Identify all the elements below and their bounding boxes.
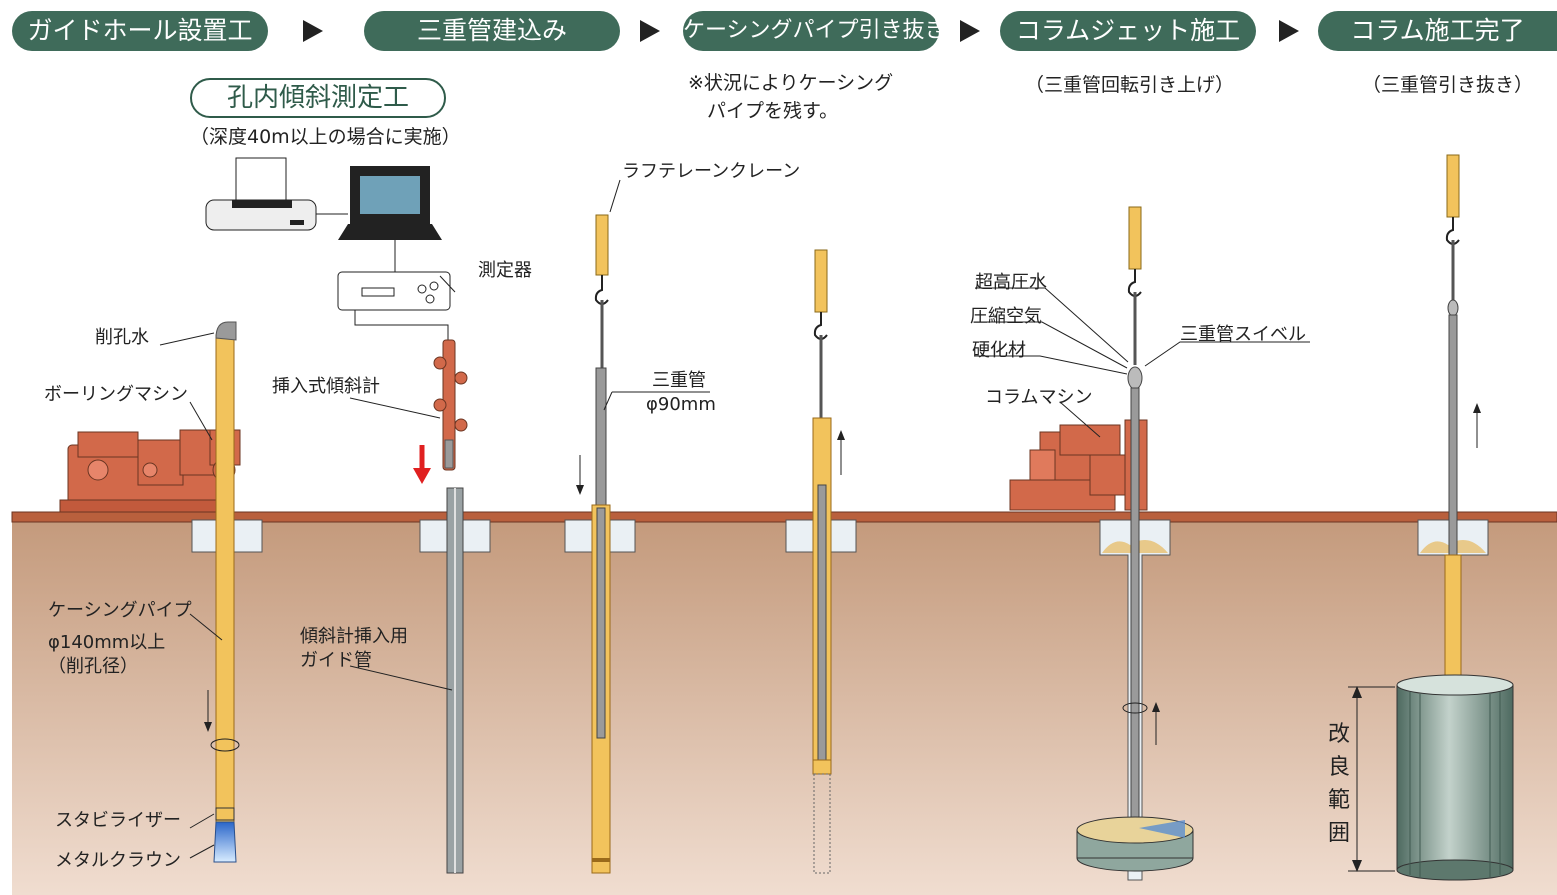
inclinometer-probe [433, 339, 468, 471]
ground [12, 520, 1557, 895]
label-instrument: 測定器 [478, 260, 532, 281]
step-arrow [960, 20, 980, 42]
metal-crown [213, 821, 237, 863]
label-triple-diameter: φ90mm [646, 394, 716, 415]
step-triple-pipe-insert: 三重管建込み [364, 11, 620, 51]
jet-note: （三重管回転引き上げ） [1025, 74, 1235, 96]
step-arrow [1279, 20, 1299, 42]
measuring-instrument [337, 271, 451, 311]
step-guide-hole: ガイドホール設置工 [12, 11, 268, 51]
step-column-jet: コラムジェット施工 [1000, 11, 1256, 51]
label-swivel: 三重管スイベル [1180, 324, 1306, 345]
label-ultra-high-pressure-water: 超高圧水 [975, 272, 1047, 293]
label-compressed-air: 圧縮空気 [970, 306, 1042, 327]
sub-step-inclination-measurement: 孔内傾斜測定工 [190, 78, 446, 118]
done-note: （三重管引き抜き） [1362, 74, 1534, 96]
crane-hook-line [1446, 154, 1460, 218]
boring-machine [59, 429, 241, 513]
label-stabilizer: スタビライザー [55, 810, 181, 831]
column-top [1444, 554, 1462, 691]
label-crane: ラフテレーンクレーン [622, 161, 801, 182]
label-guide-pipe-2: ガイド管 [300, 650, 372, 671]
step-arrow [303, 20, 323, 42]
crane-hook-line [595, 214, 609, 276]
ground-surface [11, 511, 1557, 523]
label-drill-water: 削孔水 [95, 327, 149, 348]
label-casing-diameter-note: （削孔径） [48, 656, 138, 677]
jet-column-disk [1076, 816, 1194, 872]
label-hardener: 硬化材 [972, 340, 1026, 361]
label-casing-pipe: ケーシングパイプ [48, 600, 192, 621]
leader-lines [159, 179, 1310, 859]
column-machine [1009, 419, 1148, 511]
crane-hook-line [1128, 206, 1142, 270]
laptop [338, 166, 442, 240]
label-casing-diameter: φ140mm以上 [48, 632, 166, 653]
casing-note-line2: パイプを残す。 [707, 100, 839, 122]
triple-pipe [1130, 387, 1140, 844]
label-improvement-range: 改良範囲 [1327, 722, 1350, 846]
triple-pipe-swivel [1127, 366, 1143, 390]
crane-hook-line [814, 249, 828, 313]
step-column-complete: コラム施工完了 [1318, 11, 1557, 51]
drill-water-swivel [215, 321, 237, 341]
casing-note-line1: ※状況によりケーシング [688, 72, 894, 94]
label-triple-pipe: 三重管 [652, 370, 706, 391]
casing-pipe [215, 334, 235, 841]
improved-column [1396, 674, 1514, 881]
printer [205, 157, 317, 231]
step-casing-pullout: ケーシングパイプ引き抜き [683, 11, 947, 51]
label-boring-machine: ボーリングマシン [44, 384, 188, 405]
step-arrow [640, 20, 660, 42]
sub-step-note: （深度40m以上の場合に実施） [190, 126, 461, 148]
stabilizer [215, 807, 235, 821]
label-column-machine: コラムマシン [985, 387, 1093, 408]
label-guide-pipe-1: 傾斜計挿入用 [300, 626, 408, 647]
label-inclinometer: 挿入式傾斜計 [272, 376, 380, 397]
label-metal-crown: メタルクラウン [55, 850, 181, 871]
